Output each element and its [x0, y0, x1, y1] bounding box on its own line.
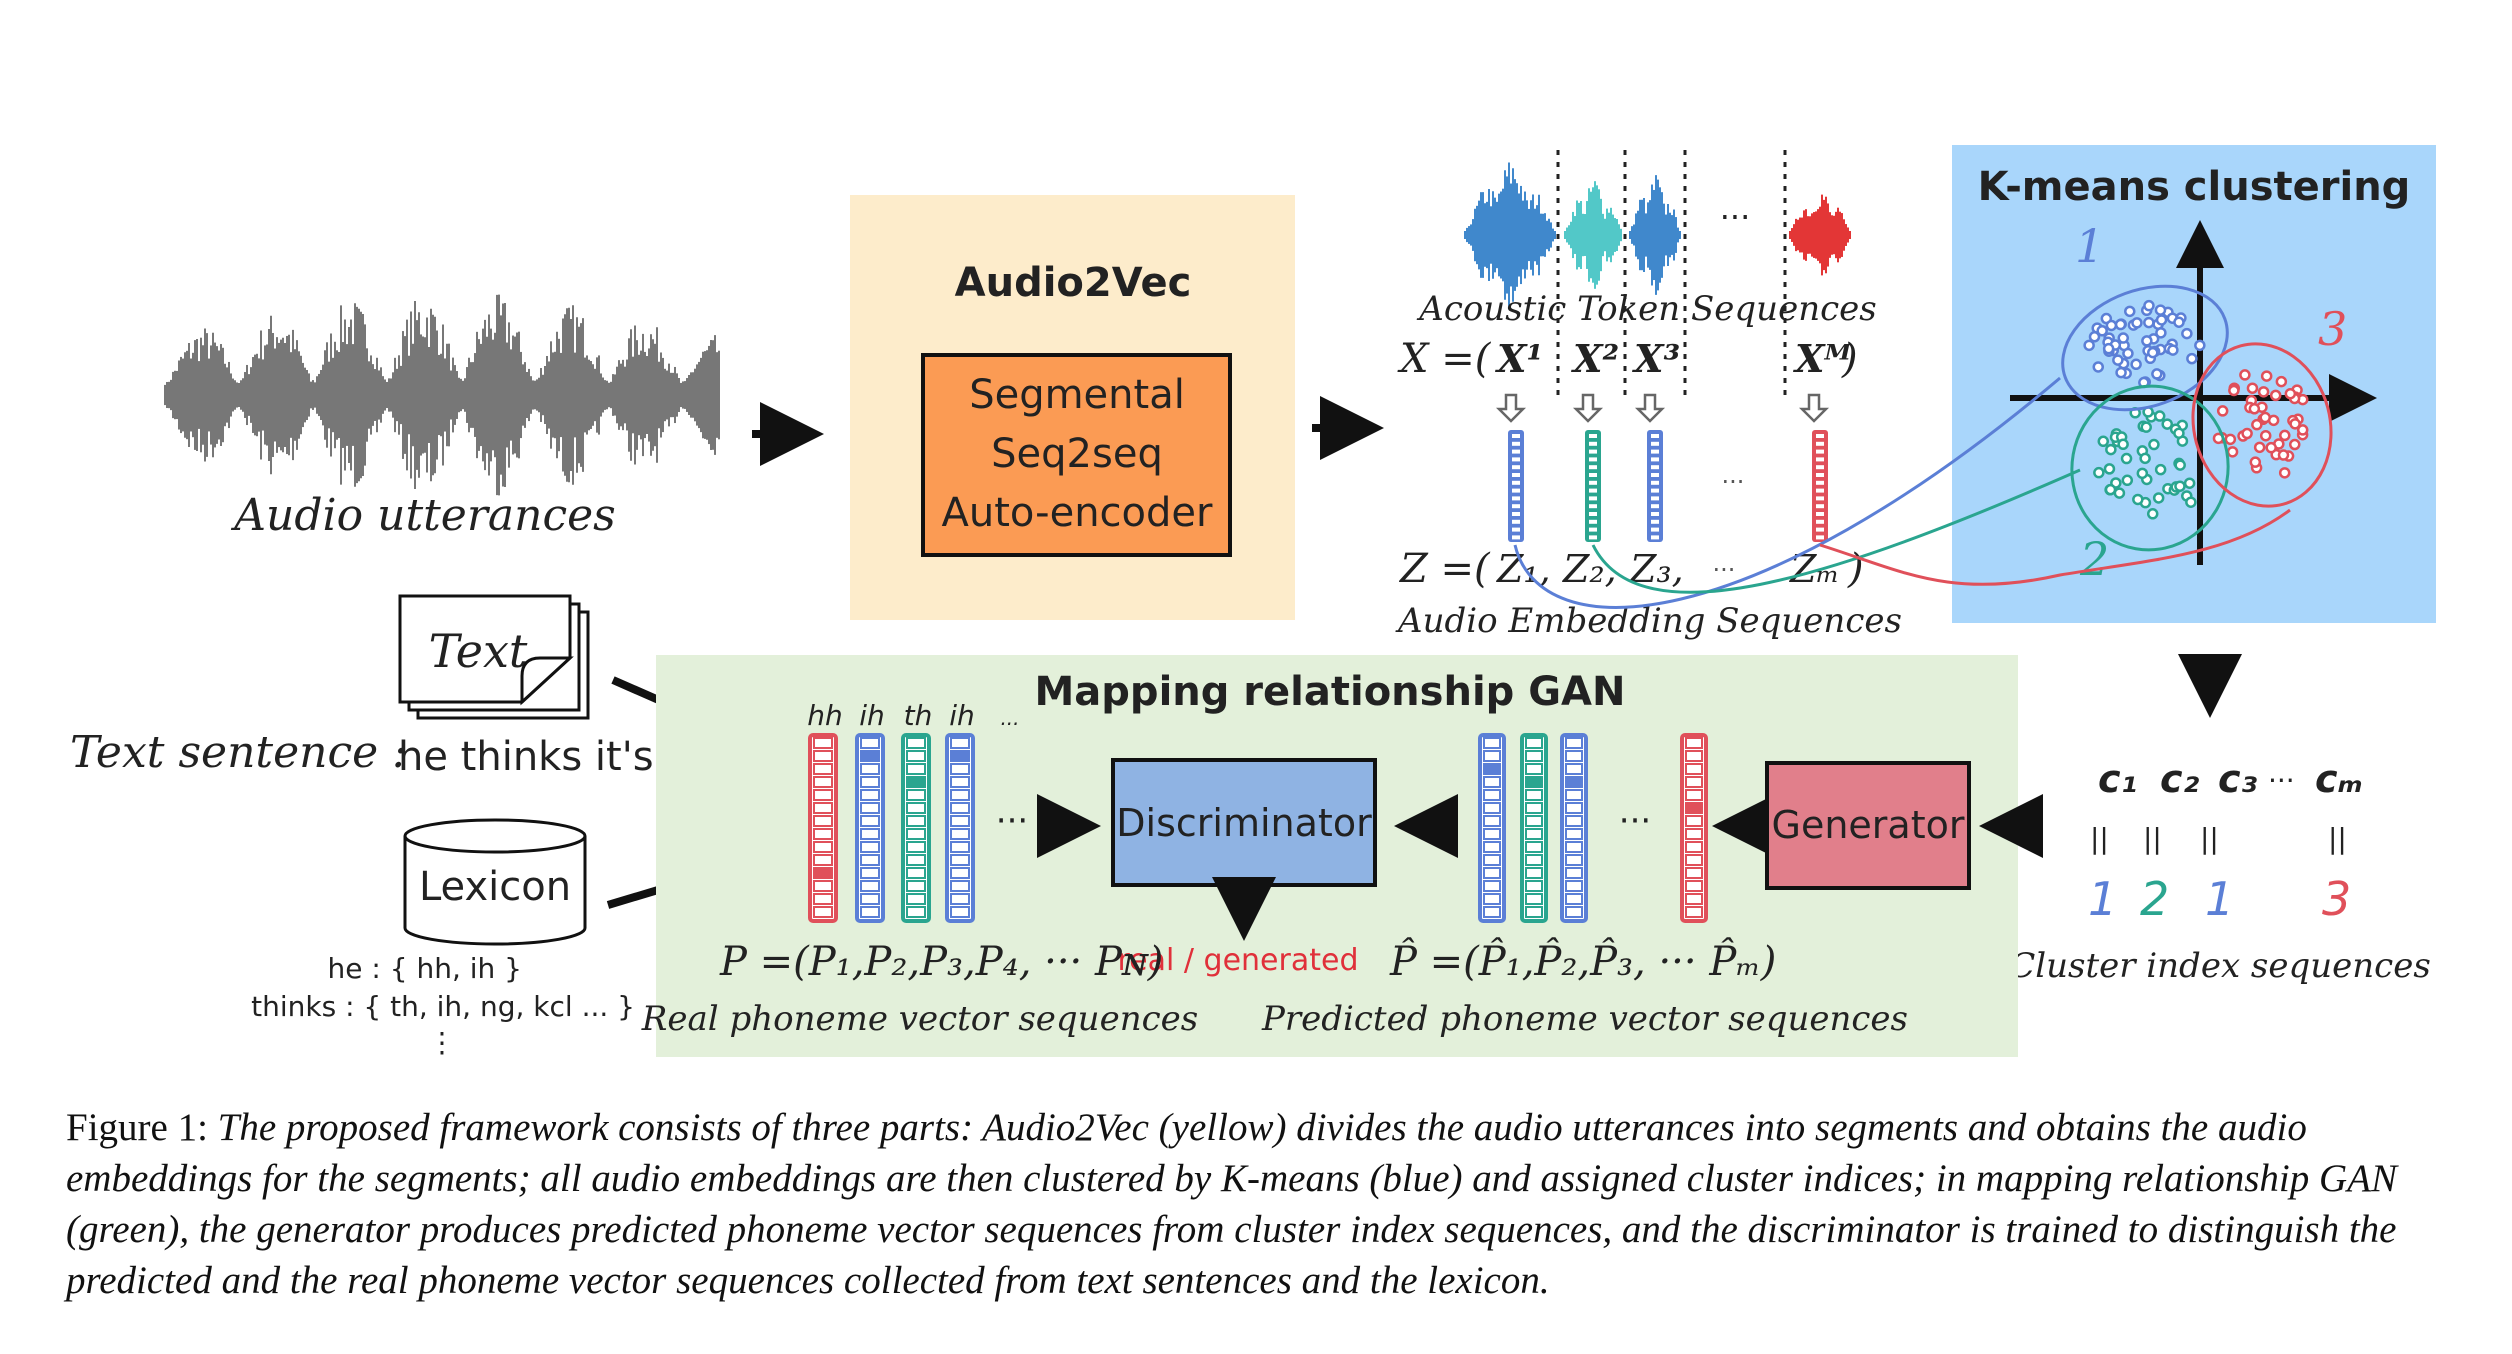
lexicon-ellipsis: ⋮ [428, 1026, 456, 1059]
z2-token: Z₂, [1562, 547, 1617, 591]
figure-caption: Figure 1: The proposed framework consist… [66, 1102, 2446, 1306]
z-equation-prefix: Z =( [1398, 546, 1491, 592]
seq2seq-autoencoder-box [921, 353, 1232, 557]
gan-title: Mapping relationship GAN [1035, 669, 1626, 715]
cluster-eq-4: || [2328, 822, 2347, 855]
x3-token: X³ [1632, 336, 1680, 381]
audio-utterances-label: Audio utterances [230, 490, 615, 541]
audio2vec-box-line2: Seq2seq [991, 431, 1163, 477]
phoneme-ellipsis: ... [1000, 706, 1019, 730]
generator-label: Generator [1772, 803, 1965, 847]
x-equation-prefix: X =( [1397, 336, 1492, 382]
cluster-2-label: 2 [2079, 532, 2109, 586]
generator-box [1765, 761, 1971, 890]
acoustic-token-sequences-label: Acoustic Token Sequences [1416, 289, 1876, 329]
phoneme-ih-1: ih [859, 699, 885, 732]
lexicon-label: Lexicon [419, 864, 571, 910]
embedding-to-cluster1-curve [1513, 376, 2061, 609]
audio-waveform [164, 294, 720, 496]
audio-embedding-sequences-label: Audio Embedding Sequences [1395, 601, 1902, 641]
predicted-phoneme-sequences-label: Predicted phoneme vector sequences [1261, 999, 1908, 1039]
real-phoneme-vectors [808, 733, 975, 923]
cluster-eq-3: || [2200, 822, 2219, 855]
cluster-value-3: 1 [2205, 872, 2234, 926]
cluster-1-label: 1 [2075, 219, 2104, 273]
lexicon-entry-he: he : { hh, ih } [328, 952, 522, 985]
phoneme-hh: hh [807, 699, 843, 732]
cluster-1-ellipse [2061, 284, 2229, 412]
embedding-dots: ··· [1722, 468, 1745, 496]
predicted-phoneme-vectors [1478, 733, 1708, 923]
text-sentence-value: he thinks it's ... [398, 734, 704, 780]
pred-vectors-dots: ··· [1619, 801, 1651, 841]
audio2vec-box-line3: Auto-encoder [942, 490, 1213, 536]
cluster-dots: ··· [2268, 764, 2295, 797]
token-dividers [1556, 150, 1787, 395]
x1-token: X¹ [1495, 336, 1543, 381]
real-phoneme-equation: P =(P₁,P₂,P₃,P₄, ··· Pɴ) [719, 939, 1163, 985]
cluster-3-ellipse [2191, 342, 2333, 508]
cluster-eq-1: || [2090, 822, 2109, 855]
text-document-icon [398, 594, 590, 720]
discriminator-label: Discriminator [1116, 801, 1372, 845]
cluster-cm: cₘ [2315, 757, 2363, 801]
predicted-phoneme-equation: P̂ =(P̂₁,P̂₂,P̂₃, ··· P̂ₘ) [1389, 939, 1776, 985]
x2-token: X² [1571, 336, 1619, 381]
caption-label: Figure 1: [66, 1106, 208, 1149]
lexicon-cylinder-icon [403, 818, 587, 946]
x-close-paren: ) [1841, 336, 1858, 382]
framework-diagram: Audio utterances Audio2Vec Segmental Seq… [70, 145, 2436, 1059]
z-dots: ··· [1713, 556, 1736, 584]
phoneme-th: th [904, 699, 933, 732]
token-encode-arrows [1495, 393, 1830, 423]
real-vectors-dots: ··· [996, 801, 1028, 841]
real-generated-label: real / generated [1118, 943, 1359, 978]
audio2vec-title: Audio2Vec [955, 260, 1192, 306]
cluster-3-label: 3 [2318, 302, 2347, 356]
embedding-to-cluster3-curve [1819, 508, 2291, 586]
lexicon-entry-thinks: thinks : { th, ih, ng, kcl ... } [251, 990, 635, 1023]
cluster-value-1: 1 [2088, 872, 2117, 926]
cluster-value-4: 3 [2322, 872, 2351, 926]
embedding-to-cluster2-curve [1591, 468, 2081, 594]
cluster-c2: c₂ [2160, 757, 2200, 801]
caption-text: The proposed framework consists of three… [66, 1106, 2397, 1302]
embedding-vectors [1508, 430, 1828, 542]
text-sentence-label: Text sentence : [70, 727, 407, 778]
zm-token: Zₘ [1789, 547, 1840, 591]
audio2vec-box-line1: Segmental [969, 372, 1185, 418]
real-phoneme-sequences-label: Real phoneme vector sequences [641, 999, 1198, 1039]
kmeans-points [2083, 299, 2309, 520]
cluster-eq-2: || [2143, 822, 2162, 855]
z-close-paren: ) [1847, 546, 1864, 592]
phoneme-ih-2: ih [949, 699, 975, 732]
tokens-dots: ··· [1720, 198, 1751, 236]
text-document-label: Text [429, 624, 528, 678]
cluster-2-ellipse [2070, 384, 2230, 552]
acoustic-token-waveforms [1464, 162, 1851, 308]
cluster-c1: c₁ [2098, 757, 2137, 801]
kmeans-title: K-means clustering [1978, 164, 2411, 210]
cluster-index-sequences-label: Cluster index sequences [2009, 946, 2431, 986]
cluster-c3: c₃ [2218, 757, 2258, 801]
cluster-value-2: 2 [2140, 872, 2169, 926]
xm-token: Xᴹ [1793, 336, 1852, 381]
